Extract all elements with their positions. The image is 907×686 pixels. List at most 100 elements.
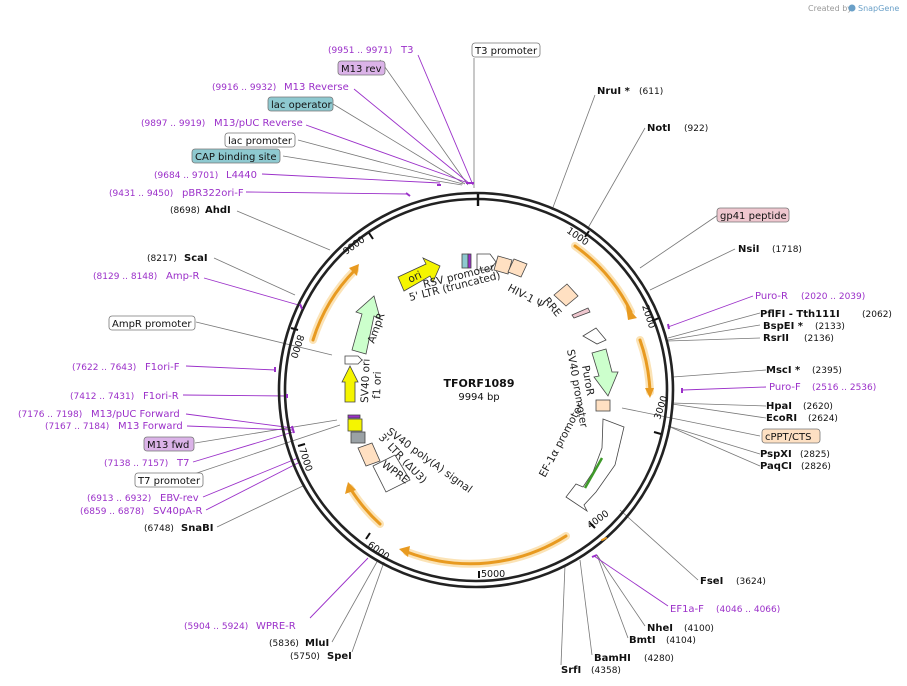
feature-lac-block xyxy=(461,253,469,269)
primer-pos: (9951 .. 9971) xyxy=(328,46,392,56)
leader-lines xyxy=(175,58,767,666)
primer-pos: (5904 .. 5924) xyxy=(184,622,248,632)
feature-hiv-psi xyxy=(507,258,528,278)
scale-ticks xyxy=(290,230,662,578)
feature-rsv-promoter xyxy=(476,253,497,271)
site-pos: (2136) xyxy=(804,334,834,344)
plasmid-name: TFORF1089 xyxy=(444,377,515,390)
feature-label-ef1a: EF-1α promoter xyxy=(537,401,586,480)
site-name: PaqCI xyxy=(760,461,792,472)
primer-pos: (7138 .. 7157) xyxy=(104,459,168,469)
primers-right: Puro-R (2020 .. 2039) Puro-F (2516 .. 25… xyxy=(670,291,876,615)
primer-name: M13/pUC Forward xyxy=(91,409,180,420)
primer-pos: (7176 .. 7198) xyxy=(18,410,82,420)
site-pos: (2133) xyxy=(815,322,845,332)
boxed-labels: T3 promoter M13 rev lac operator lac pro… xyxy=(108,42,821,488)
site-name: NheI xyxy=(647,623,673,634)
site-pos: (8217) xyxy=(147,254,177,264)
primer-pos: (7622 .. 7643) xyxy=(72,363,136,373)
site-name: PflFI - Tth111I xyxy=(760,309,840,320)
tick-label: 9000 xyxy=(341,234,367,257)
box-label-t7-promoter: T7 promoter xyxy=(137,476,201,487)
primer-pos: (6913 .. 6932) xyxy=(87,494,151,504)
backbone-inner-strand xyxy=(283,197,669,583)
primer-name: SV40pA-R xyxy=(153,506,202,517)
snapgene-logo-icon xyxy=(848,4,856,12)
box-label-ampr-promoter: AmpR promoter xyxy=(112,319,192,330)
primer-name: WPRE-R xyxy=(256,621,296,632)
site-name: MluI xyxy=(305,638,329,649)
site-pos: (5836) xyxy=(269,639,299,649)
feature-m13rev-block xyxy=(467,253,472,269)
plasmid-length: 9994 bp xyxy=(458,392,499,403)
primer-pos: (9431 .. 9450) xyxy=(109,189,173,199)
feature-ef1a-promoter xyxy=(565,418,625,513)
site-pos: (2620) xyxy=(803,402,833,412)
primer-mark xyxy=(347,414,361,419)
primer-name: EBV-rev xyxy=(160,493,199,504)
primer-name: F1ori-F xyxy=(145,362,180,373)
box-label-lac-promoter: lac promoter xyxy=(228,136,293,147)
site-pos: (922) xyxy=(684,124,708,134)
box-label-gp41: gp41 peptide xyxy=(720,211,787,222)
site-name: NsiI xyxy=(738,244,759,255)
site-name: HpaI xyxy=(766,401,792,412)
primer-name: EF1a-F xyxy=(670,604,704,615)
primer-name: T7 xyxy=(176,458,189,469)
site-name: EcoRI xyxy=(766,413,797,424)
box-label-lac-operator: lac operator xyxy=(271,100,332,111)
orf-arcs xyxy=(309,242,654,568)
credit-prefix: Created by xyxy=(808,4,852,13)
site-pos: (2624) xyxy=(808,414,838,424)
site-name: FseI xyxy=(700,576,723,587)
credit-brand: SnapGene xyxy=(858,4,899,13)
site-name: PspXI xyxy=(760,449,792,460)
primer-pos: (2020 .. 2039) xyxy=(801,292,865,302)
primer-name: M13 Forward xyxy=(118,421,183,432)
site-name: AhdI xyxy=(205,205,231,216)
primer-ticks xyxy=(274,182,683,558)
feature-gp41 xyxy=(571,307,591,319)
features xyxy=(341,253,625,513)
primer-name: Puro-F xyxy=(769,382,801,393)
box-label-cppt: cPPT/CTS xyxy=(765,432,811,443)
primer-name: T3 xyxy=(400,45,413,56)
primer-pos: (9916 .. 9932) xyxy=(212,83,276,93)
feature-sv40-small xyxy=(582,327,607,345)
restriction-sites-left: (8698) AhdI (8217) ScaI (6748) SnaBI (58… xyxy=(144,205,352,662)
feature-sv40-ori-block xyxy=(347,418,363,432)
site-name: SpeI xyxy=(327,651,352,662)
site-pos: (2826) xyxy=(801,462,831,472)
site-name: NotI xyxy=(647,123,671,134)
primer-name: L4440 xyxy=(226,170,257,181)
primer-leader-lines xyxy=(182,54,767,619)
site-name: SrfI xyxy=(561,665,581,676)
site-pos: (4358) xyxy=(591,666,621,676)
site-name: MscI * xyxy=(766,365,801,376)
primer-pos: (6859 .. 6878) xyxy=(80,507,144,517)
site-pos: (6748) xyxy=(144,524,174,534)
feature-3ltr xyxy=(357,442,381,467)
primer-pos: (9684 .. 9701) xyxy=(154,171,218,181)
feature-label-puror: PuroR xyxy=(579,364,596,396)
feature-5ltr xyxy=(493,255,513,275)
site-name: RsrII xyxy=(763,333,789,344)
site-name: BamHI xyxy=(594,653,631,664)
site-pos: (4104) xyxy=(666,636,696,646)
box-label-cap-binding: CAP binding site xyxy=(195,152,277,163)
feature-ampr xyxy=(351,295,381,355)
feature-label-hiv: HIV-1 Ψ xyxy=(506,282,547,311)
primer-name: F1ori-R xyxy=(143,391,179,402)
feature-f1ori xyxy=(341,365,359,403)
primer-name: Amp-R xyxy=(166,271,200,282)
site-name: BspEI * xyxy=(763,321,804,332)
primer-pos: (8129 .. 8148) xyxy=(93,272,157,282)
site-pos: (2062) xyxy=(862,310,892,320)
feature-ampr-promoter xyxy=(344,355,363,365)
site-pos: (1718) xyxy=(772,245,802,255)
primer-name: pBR322ori-F xyxy=(182,188,244,199)
feature-label-sv40ori: SV40 ori xyxy=(359,358,373,403)
primers-left: (9951 .. 9971) T3 (9916 .. 9932) M13 Rev… xyxy=(18,45,413,632)
